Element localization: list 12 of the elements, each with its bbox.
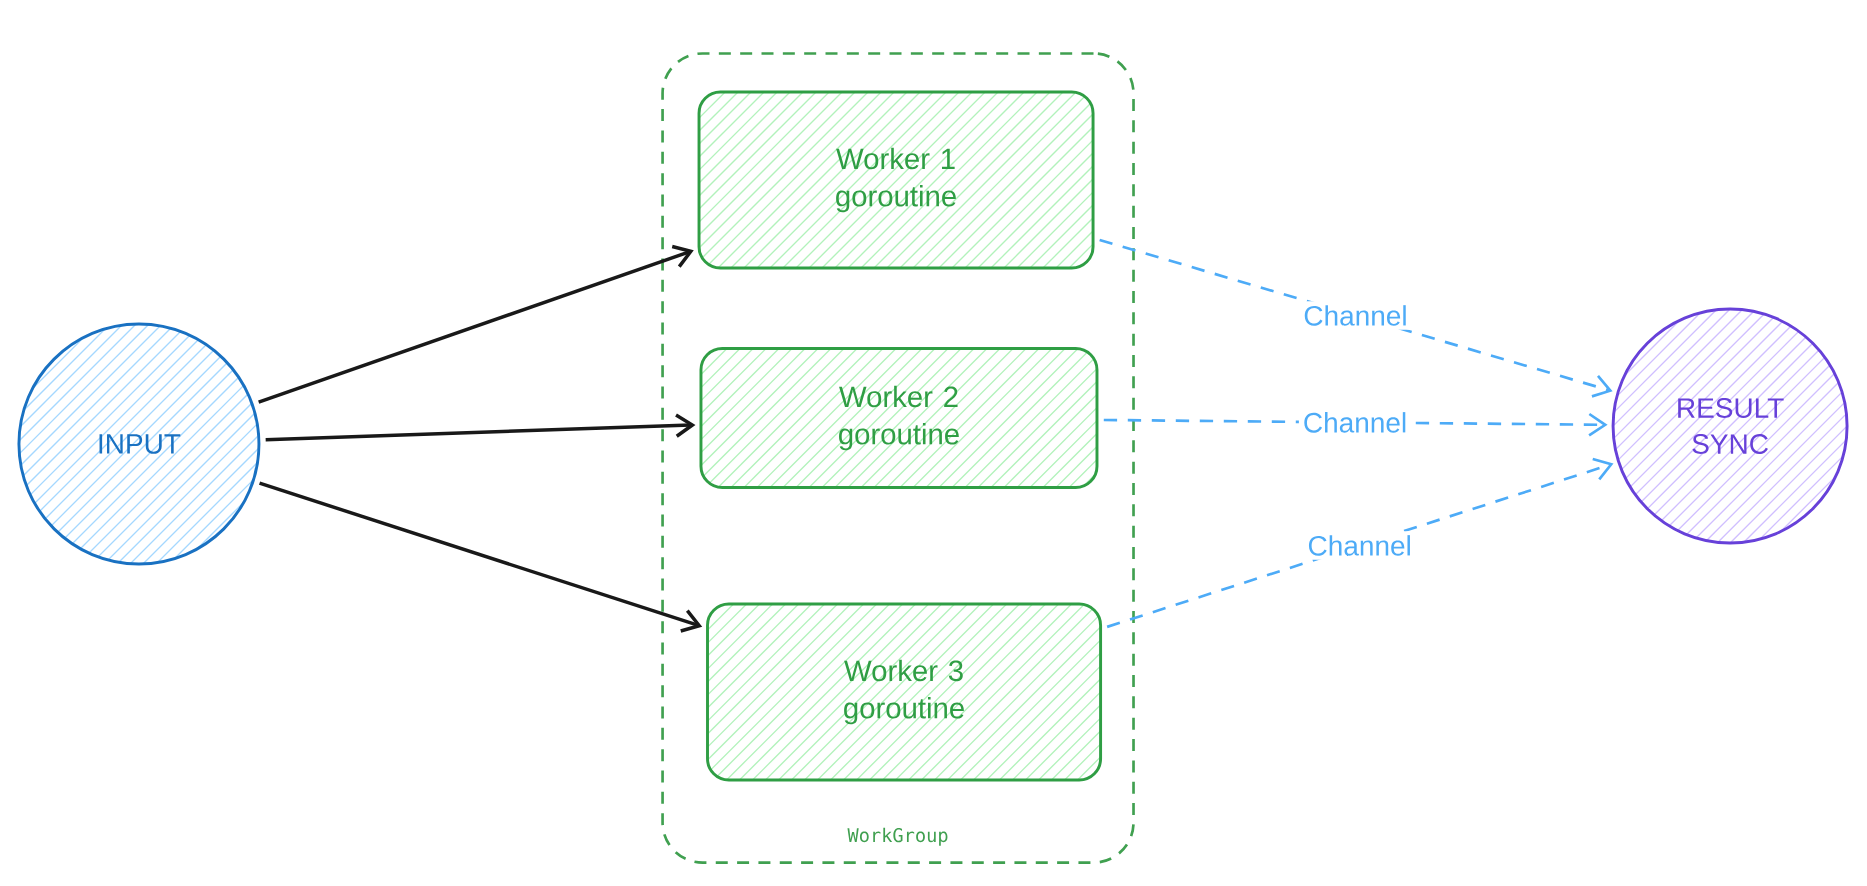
circle-node: INPUT <box>17 322 261 566</box>
group-box <box>661 52 1135 864</box>
process-box: Worker 2 goroutine <box>699 347 1099 489</box>
edge-label: Channel <box>1304 305 1406 326</box>
arrow <box>259 481 703 633</box>
edge-label: Channel <box>1304 412 1406 433</box>
arrow <box>258 244 694 404</box>
group-label: WorkGroup <box>847 827 948 846</box>
process-box: Worker 3 goroutine <box>706 602 1103 782</box>
edge-label: Channel <box>1308 535 1410 556</box>
arrow <box>265 413 696 442</box>
process-box: Worker 1 goroutine <box>697 90 1095 270</box>
